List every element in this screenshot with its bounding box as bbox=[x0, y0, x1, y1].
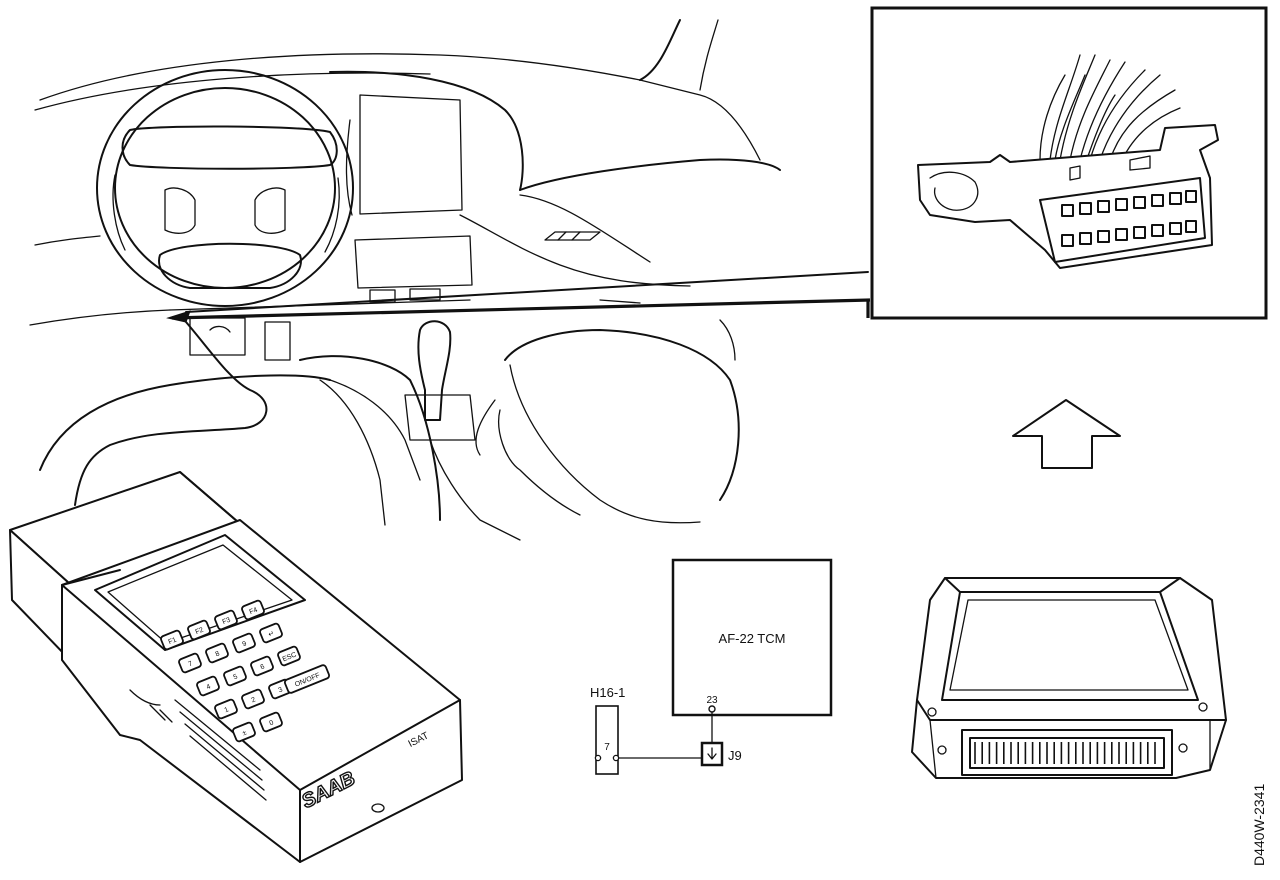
connector-pin-label: 7 bbox=[604, 742, 610, 753]
key-7[interactable]: ↵ bbox=[259, 622, 283, 644]
tcm-box bbox=[671, 558, 833, 717]
key-label: 9 bbox=[241, 640, 247, 648]
key-10[interactable]: 6 bbox=[250, 655, 274, 677]
key-label: F4 bbox=[248, 607, 258, 617]
figure-reference: D440W-2341 bbox=[1251, 784, 1267, 866]
key-label: 3 bbox=[277, 686, 283, 694]
car-interior-drawing bbox=[29, 19, 781, 541]
key-label: 7 bbox=[187, 660, 193, 668]
key-label: 5 bbox=[232, 673, 238, 681]
key-17[interactable]: 0 bbox=[259, 711, 283, 733]
tcm-pin-label: 23 bbox=[706, 695, 718, 706]
key-body bbox=[250, 655, 274, 677]
key-body bbox=[178, 652, 202, 674]
key-label: 6 bbox=[259, 663, 265, 671]
wiring-schematic: AF-22 TCM 23 J9 H16-1 7 bbox=[590, 558, 833, 775]
key-6[interactable]: 9 bbox=[232, 632, 256, 654]
key-body bbox=[232, 721, 256, 743]
tcm-label: AF-22 TCM bbox=[719, 631, 786, 646]
connector-h16 bbox=[595, 705, 619, 775]
key-body bbox=[160, 629, 184, 651]
splice-label: J9 bbox=[728, 748, 742, 763]
diagnostic-cable bbox=[74, 321, 268, 506]
key-body bbox=[196, 675, 220, 697]
callout-lines bbox=[166, 271, 871, 323]
key-body bbox=[205, 642, 229, 664]
key-body bbox=[232, 632, 256, 654]
wire-bundle bbox=[1039, 54, 1181, 166]
key-5[interactable]: 8 bbox=[205, 642, 229, 664]
tcm-module-drawing bbox=[911, 577, 1227, 779]
key-9[interactable]: 5 bbox=[223, 665, 247, 687]
key-1[interactable]: F2 bbox=[187, 619, 211, 641]
key-3[interactable]: F4 bbox=[241, 599, 265, 621]
key-label: ↵ bbox=[268, 630, 276, 639]
key-4[interactable]: 7 bbox=[178, 652, 202, 674]
up-arrow-icon bbox=[1012, 399, 1121, 469]
key-body bbox=[259, 622, 283, 644]
key-body bbox=[259, 711, 283, 733]
key-body bbox=[283, 664, 331, 694]
key-2[interactable]: F3 bbox=[214, 609, 238, 631]
key-label: 0 bbox=[268, 719, 274, 727]
key-15[interactable]: ON/OFF bbox=[283, 664, 331, 694]
key-label: 8 bbox=[214, 650, 220, 658]
connector-pins bbox=[1061, 190, 1197, 247]
key-label: F2 bbox=[194, 627, 204, 637]
key-label: F3 bbox=[221, 617, 231, 627]
key-body bbox=[241, 599, 265, 621]
key-body bbox=[277, 645, 301, 667]
keypad: F1 F2 F3 F4 7 8 9 ↵ 4 5 6 ESC 1 2 3ON/OFF ±0 bbox=[160, 599, 331, 743]
key-0[interactable]: F1 bbox=[160, 629, 184, 651]
key-body bbox=[214, 609, 238, 631]
key-body bbox=[214, 698, 238, 720]
key-label: F1 bbox=[167, 637, 177, 647]
connector-label: H16-1 bbox=[590, 685, 625, 700]
connector-inset bbox=[870, 6, 1268, 320]
key-label: 4 bbox=[205, 683, 211, 691]
key-12[interactable]: 1 bbox=[214, 698, 238, 720]
key-13[interactable]: 2 bbox=[241, 688, 265, 710]
key-body bbox=[241, 688, 265, 710]
key-body bbox=[187, 619, 211, 641]
key-8[interactable]: 4 bbox=[196, 675, 220, 697]
key-label: ± bbox=[241, 729, 247, 737]
key-label: 2 bbox=[250, 696, 256, 704]
key-16[interactable]: ± bbox=[232, 721, 256, 743]
key-label: ESC bbox=[282, 651, 298, 663]
key-label: 1 bbox=[223, 706, 229, 714]
key-body bbox=[223, 665, 247, 687]
key-11[interactable]: ESC bbox=[277, 645, 301, 667]
module-connector-pins bbox=[974, 742, 1156, 764]
